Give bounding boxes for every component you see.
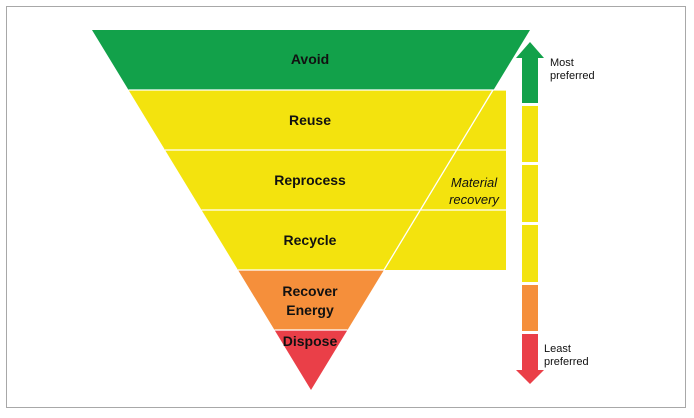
material-recovery-divider bbox=[383, 89, 494, 271]
level-reprocess bbox=[165, 150, 457, 210]
material-recovery-band bbox=[384, 90, 506, 270]
level-label-dispose: Dispose bbox=[283, 333, 338, 349]
arrow-up-icon bbox=[516, 42, 544, 58]
scale-segment bbox=[522, 106, 538, 162]
level-label-avoid: Avoid bbox=[291, 51, 329, 67]
level-avoid bbox=[92, 30, 530, 90]
level-reuse bbox=[128, 90, 494, 150]
level-label-reuse: Reuse bbox=[289, 112, 331, 128]
level-label-recycle: Recycle bbox=[284, 232, 337, 248]
level-recycle bbox=[201, 210, 421, 270]
scale-segment bbox=[522, 165, 538, 222]
level-label-reprocess: Reprocess bbox=[274, 172, 346, 188]
arrow-down-icon bbox=[516, 370, 544, 384]
level-dispose bbox=[274, 330, 348, 390]
scale-segment bbox=[522, 58, 538, 103]
scale-segment bbox=[522, 225, 538, 282]
level-recover-energy bbox=[238, 270, 384, 330]
scale-segment bbox=[522, 334, 538, 370]
scale-segment bbox=[522, 285, 538, 331]
